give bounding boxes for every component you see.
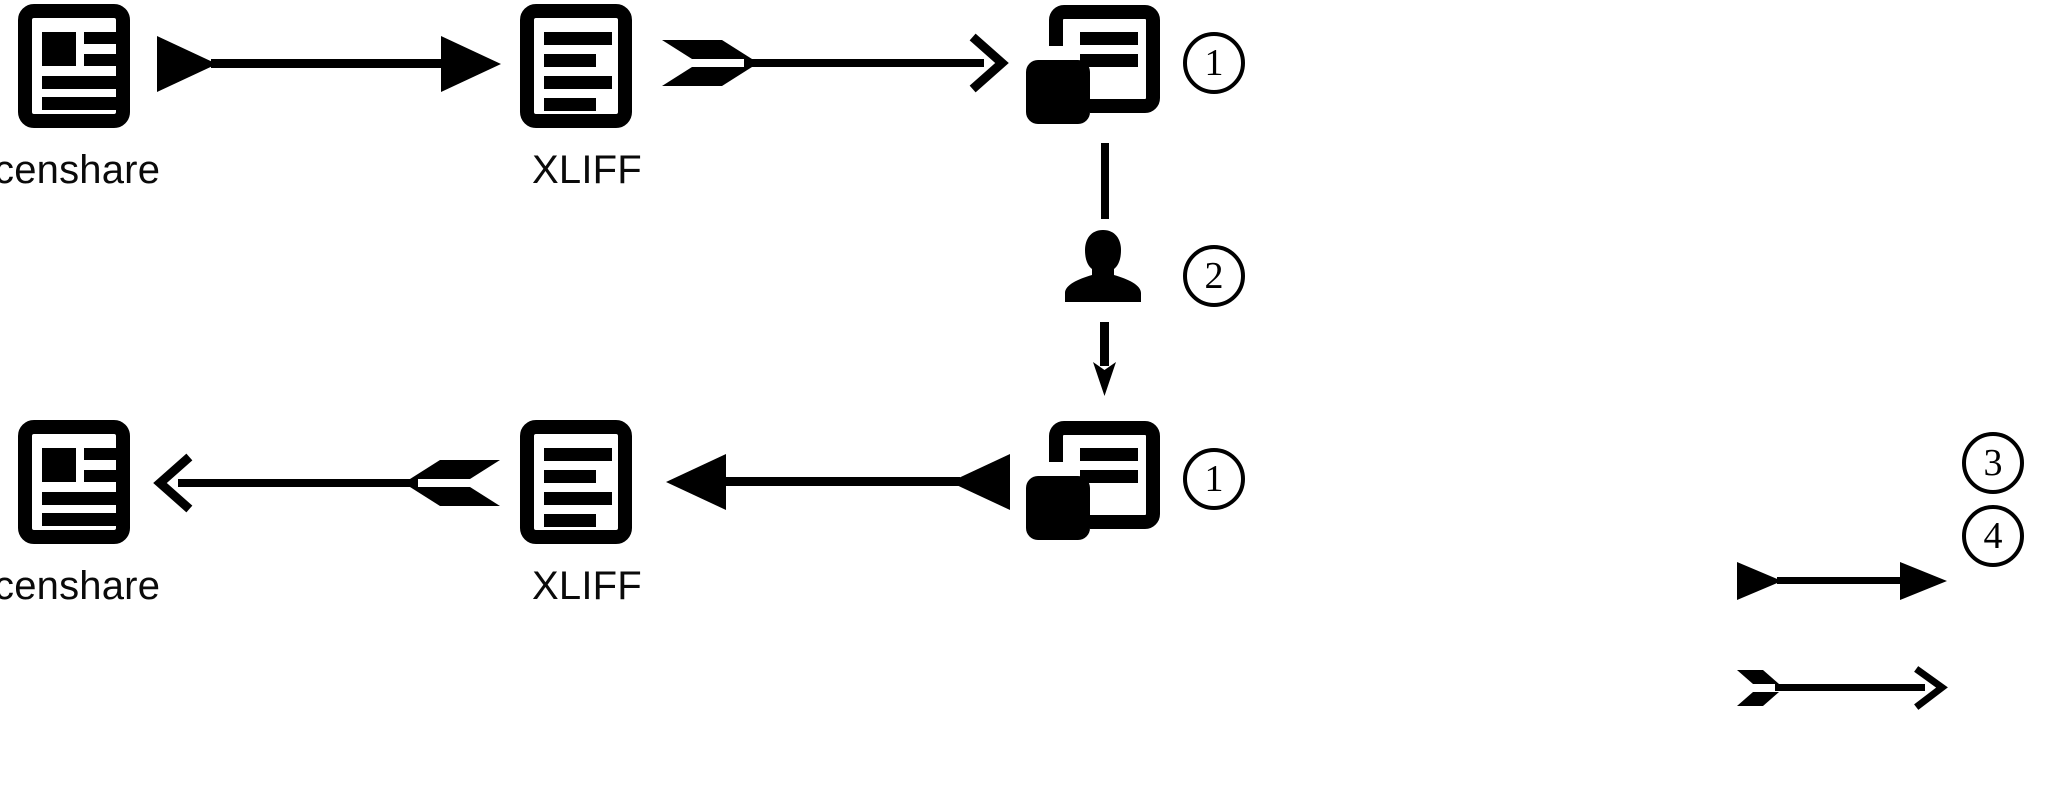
label-censhare-top: censhare xyxy=(0,148,161,192)
document-article-icon xyxy=(18,420,130,544)
fletched-arrow-right-icon xyxy=(662,33,1009,93)
triangle-arrow-right-icon xyxy=(1737,562,1947,600)
fletched-arrow-right-icon xyxy=(1737,666,1948,710)
node-censhare-top[interactable] xyxy=(18,4,130,128)
triangle-arrow-right-icon xyxy=(157,36,501,92)
connector-xliff-to-censhare xyxy=(152,452,502,514)
translation-system-icon xyxy=(1026,4,1160,124)
badge-tms-bottom: 1 xyxy=(1183,448,1245,510)
connector-tms-to-translator xyxy=(1098,143,1112,219)
label-xliff-bottom: XLIFF xyxy=(532,564,642,608)
person-icon xyxy=(1065,230,1141,302)
node-xliff-top[interactable] xyxy=(520,4,632,128)
legend-item-3 xyxy=(1735,556,1960,606)
legend-item-4 xyxy=(1735,664,1960,712)
badge-tms-top: 1 xyxy=(1183,32,1245,94)
node-tms-top[interactable] xyxy=(1020,2,1160,130)
triangle-arrow-left-icon xyxy=(666,454,1010,510)
document-lines-icon xyxy=(520,4,632,128)
notched-arrow-down-icon xyxy=(1093,322,1116,396)
document-article-icon xyxy=(18,4,130,128)
connector-censhare-to-xliff xyxy=(155,30,503,98)
badge-legend-3: 3 xyxy=(1962,432,2024,494)
fletched-arrow-left-icon xyxy=(153,453,500,513)
translation-system-icon xyxy=(1026,421,1160,540)
document-lines-icon xyxy=(520,420,632,544)
node-xliff-bottom[interactable] xyxy=(520,420,632,544)
connector-translator-to-tms xyxy=(1092,322,1118,398)
node-translator[interactable] xyxy=(1062,228,1144,304)
plain-line-down-icon xyxy=(1101,143,1109,219)
label-censhare-bottom: censhare xyxy=(0,564,161,608)
badge-legend-4: 4 xyxy=(1962,505,2024,567)
connector-tms-to-xliff xyxy=(664,448,1012,516)
connector-xliff-to-tms xyxy=(660,32,1010,94)
node-censhare-bottom[interactable] xyxy=(18,420,130,544)
badge-translator: 2 xyxy=(1183,245,1245,307)
node-tms-bottom[interactable] xyxy=(1020,418,1160,546)
label-xliff-top: XLIFF xyxy=(532,148,642,192)
